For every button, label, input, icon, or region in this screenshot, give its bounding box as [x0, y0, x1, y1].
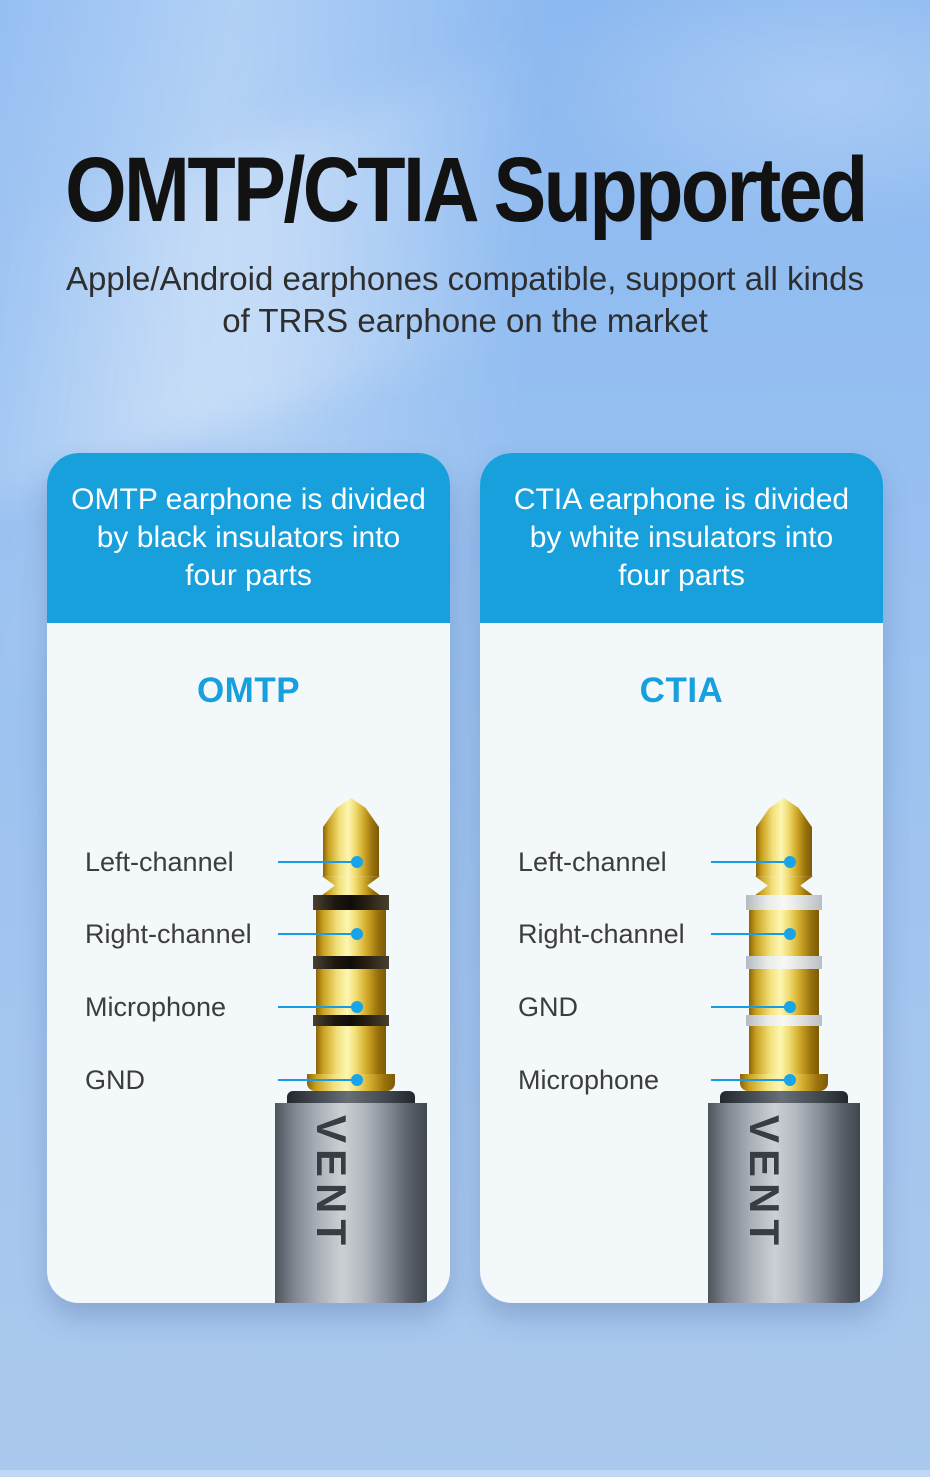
pointer-line	[278, 933, 352, 935]
page-subtitle-line1: Apple/Android earphones compatible, supp…	[66, 260, 864, 297]
barrel-rim	[720, 1091, 848, 1104]
insulator-ring-3	[746, 1015, 822, 1026]
pointer-line	[711, 933, 785, 935]
pin-label: Left-channel	[518, 846, 667, 877]
page-title: OMTP/CTIA Supported	[65, 139, 868, 241]
pointer-dot	[784, 1074, 796, 1086]
ctia-standard-label: CTIA	[639, 671, 724, 710]
jack-neck	[322, 876, 380, 896]
pointer-dot	[784, 1001, 796, 1013]
omtp-card: OMTP earphone is divided by black insula…	[47, 453, 450, 1303]
barrel-rim	[287, 1091, 415, 1104]
comparison-cards: OMTP earphone is divided by black insula…	[47, 453, 883, 1303]
jack-barrel: VENT	[275, 1103, 427, 1303]
ctia-pin-row-right-channel: Right-channel	[518, 917, 796, 951]
pointer-line	[711, 1079, 785, 1081]
brand-text: VENT	[741, 1115, 788, 1252]
insulator-ring-2	[746, 956, 822, 969]
pointer-line	[711, 1006, 785, 1008]
ctia-card-header-text: CTIA earphone is divided by white insula…	[513, 483, 850, 592]
omtp-pin-row-microphone: Microphone	[85, 990, 363, 1024]
omtp-card-body: OMTP Left-channel Right-channel Micropho…	[47, 623, 450, 1303]
omtp-standard-label: OMTP	[196, 671, 301, 710]
omtp-pin-row-left-channel: Left-channel	[85, 845, 363, 879]
insulator-ring-2	[313, 956, 389, 969]
omtp-card-header-text: OMTP earphone is divided by black insula…	[71, 483, 426, 592]
pointer-line	[278, 1006, 352, 1008]
pin-connector	[711, 1001, 796, 1013]
page-subtitle-line2: of TRRS earphone on the market	[222, 302, 708, 339]
pin-label: Right-channel	[518, 918, 685, 949]
ctia-pin-row-gnd: GND	[518, 990, 796, 1024]
pin-label: GND	[85, 1064, 145, 1095]
insulator-ring-3	[313, 1015, 389, 1026]
ctia-jack-illustration: VENT	[708, 798, 860, 1303]
pin-label: Left-channel	[85, 846, 234, 877]
pin-connector	[278, 1001, 363, 1013]
ctia-card: CTIA earphone is divided by white insula…	[480, 453, 883, 1303]
ctia-pin-row-left-channel: Left-channel	[518, 845, 796, 879]
pointer-dot	[351, 1074, 363, 1086]
pin-label: Microphone	[85, 991, 227, 1022]
jack-barrel: VENT	[708, 1103, 860, 1303]
jack-neck	[755, 876, 813, 896]
pointer-dot	[784, 856, 796, 868]
insulator-ring-1	[313, 895, 389, 910]
jack-segment-3	[749, 1026, 819, 1075]
page-subtitle: Apple/Android earphones compatible, supp…	[0, 258, 930, 342]
ctia-card-body: CTIA Left-channel Right-channel GND Micr…	[480, 623, 883, 1303]
jack-tip-icon	[756, 798, 812, 828]
brand-text: VENT	[308, 1115, 355, 1252]
pointer-dot	[351, 928, 363, 940]
pointer-line	[278, 861, 352, 863]
jack-tip-icon	[323, 798, 379, 828]
ctia-card-header: CTIA earphone is divided by white insula…	[480, 453, 883, 623]
pin-label: Right-channel	[85, 918, 252, 949]
omtp-card-header: OMTP earphone is divided by black insula…	[47, 453, 450, 623]
pointer-dot	[351, 1001, 363, 1013]
pin-connector	[278, 1074, 363, 1086]
pointer-line	[711, 861, 785, 863]
jack-tip-body	[756, 827, 812, 877]
jack-segment-3	[316, 1026, 386, 1075]
pin-connector	[711, 856, 796, 868]
ctia-pin-row-microphone: Microphone	[518, 1063, 796, 1097]
insulator-ring-1	[746, 895, 822, 910]
omtp-pin-row-right-channel: Right-channel	[85, 917, 363, 951]
bottom-edge-highlight	[0, 1470, 930, 1477]
pointer-dot	[351, 856, 363, 868]
pin-connector	[711, 928, 796, 940]
jack-tip-body	[323, 827, 379, 877]
pin-label: GND	[518, 991, 578, 1022]
pointer-dot	[784, 928, 796, 940]
pin-connector	[711, 1074, 796, 1086]
pin-label: Microphone	[518, 1064, 660, 1095]
omtp-pin-row-gnd: GND	[85, 1063, 363, 1097]
pointer-line	[278, 1079, 352, 1081]
pin-connector	[278, 856, 363, 868]
pin-connector	[278, 928, 363, 940]
